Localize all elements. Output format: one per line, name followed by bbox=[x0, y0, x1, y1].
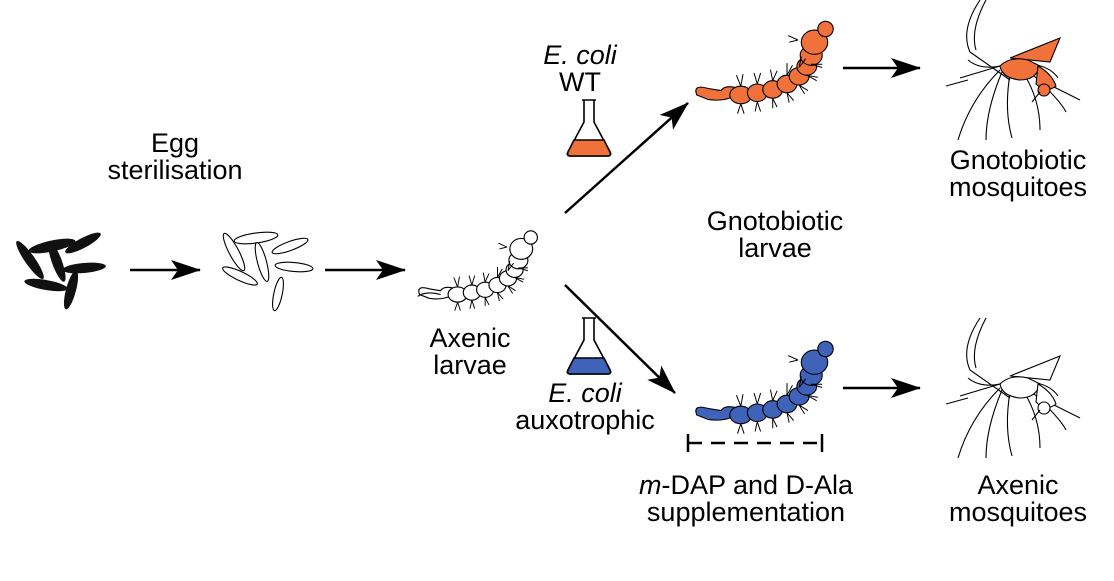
label-ecoli-auxotrophic-strain: auxotrophic bbox=[515, 405, 655, 435]
label-gnotobiotic-larvae: Gnotobiotic larvae bbox=[690, 208, 860, 262]
label-ecoli-wt: E. coli WT bbox=[530, 42, 630, 96]
eggs-nonsterile-icon bbox=[16, 232, 106, 310]
flask-auxotrophic-icon bbox=[566, 317, 612, 375]
eggs-sterile-icon bbox=[222, 231, 314, 312]
label-axenic-larvae-line1: Axenic bbox=[429, 323, 511, 353]
label-gnotobiotic-larvae-line1: Gnotobiotic bbox=[706, 206, 844, 236]
label-axenic-larvae: Axenic larvae bbox=[410, 325, 530, 379]
label-ecoli-wt-species: E. coli bbox=[543, 40, 617, 70]
label-gnotobiotic-mosquitoes: Gnotobiotic mosquitoes bbox=[930, 147, 1106, 201]
label-egg-sterilisation: Egg sterilisation bbox=[90, 130, 260, 184]
arrow-to-auxotrophic-larvae bbox=[564, 284, 676, 394]
label-ecoli-wt-strain: WT bbox=[559, 67, 601, 97]
label-axenic-mosquitoes: Axenic mosquitoes bbox=[930, 472, 1106, 526]
gnotobiotic-larva-icon bbox=[695, 20, 834, 114]
axenic-larva-icon bbox=[417, 230, 538, 311]
label-gnotobiotic-larvae-line2: larvae bbox=[738, 233, 812, 263]
label-supplementation-prefix: m bbox=[638, 470, 662, 500]
label-supplementation-line1: m-DAP and D-Ala bbox=[608, 472, 884, 499]
label-egg-sterilisation-line2: sterilisation bbox=[107, 155, 243, 185]
label-supplementation: m-DAP and D-Ala supplementation bbox=[608, 472, 884, 526]
label-gnotobiotic-mosquitoes-line1: Gnotobiotic bbox=[949, 145, 1087, 175]
label-axenic-larvae-line2: larvae bbox=[433, 350, 507, 380]
label-egg-sterilisation-line1: Egg bbox=[150, 128, 200, 158]
flask-wt-icon bbox=[566, 99, 612, 157]
auxotrophic-larva-icon bbox=[695, 340, 834, 434]
label-supplementation-line1-rest: -DAP and D-Ala bbox=[661, 470, 854, 500]
label-ecoli-auxotrophic-species: E. coli bbox=[548, 378, 622, 408]
gnotobiotic-mosquito-icon bbox=[945, 0, 1081, 141]
axenic-mosquito-icon bbox=[945, 317, 1081, 459]
label-axenic-mosquitoes-line1: Axenic bbox=[977, 470, 1059, 500]
label-gnotobiotic-mosquitoes-line2: mosquitoes bbox=[948, 172, 1088, 202]
label-supplementation-line2: supplementation bbox=[646, 497, 846, 527]
arrow-to-gnotobiotic-larvae bbox=[564, 102, 689, 214]
label-ecoli-auxotrophic: E. coli auxotrophic bbox=[500, 380, 670, 434]
label-axenic-mosquitoes-line2: mosquitoes bbox=[948, 497, 1088, 527]
supplementation-bracket bbox=[686, 434, 824, 452]
